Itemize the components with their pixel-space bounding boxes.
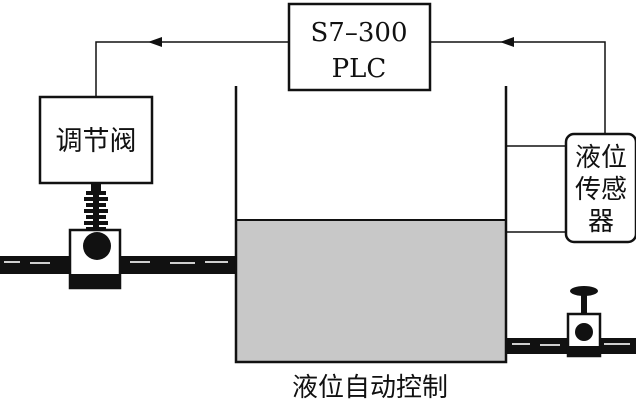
feedback-signal-arrow bbox=[500, 37, 514, 47]
plc-label-model: S7–300 bbox=[311, 18, 408, 48]
plc-box: S7–300 PLC bbox=[287, 2, 432, 92]
diagram-caption: 液位自动控制 bbox=[292, 373, 448, 403]
level-sensor-box: 液位 传感 器 bbox=[564, 132, 636, 244]
sensor-probes bbox=[506, 145, 566, 233]
hand-wheel bbox=[570, 286, 598, 296]
plc-label-type: PLC bbox=[332, 54, 387, 84]
outlet-pipe bbox=[506, 338, 636, 354]
level-sensor-label-line3: 器 bbox=[588, 207, 614, 237]
outlet-hand-valve bbox=[566, 286, 602, 358]
feedback-signal-line bbox=[430, 37, 606, 134]
valve-spring bbox=[84, 183, 108, 238]
level-sensor-label-line1: 液位 bbox=[575, 143, 627, 173]
regulating-valve-box: 调节阀 bbox=[38, 95, 154, 185]
control-signal-line bbox=[95, 37, 289, 97]
valve-body bbox=[68, 228, 122, 290]
tank bbox=[234, 86, 508, 364]
regulating-valve-label: 调节阀 bbox=[56, 126, 137, 157]
level-sensor-label-line2: 传感 bbox=[575, 175, 627, 205]
control-signal-arrow bbox=[148, 37, 162, 47]
inlet-pipe bbox=[0, 256, 236, 274]
tank-walls bbox=[234, 86, 508, 364]
tank-liquid bbox=[236, 220, 506, 362]
